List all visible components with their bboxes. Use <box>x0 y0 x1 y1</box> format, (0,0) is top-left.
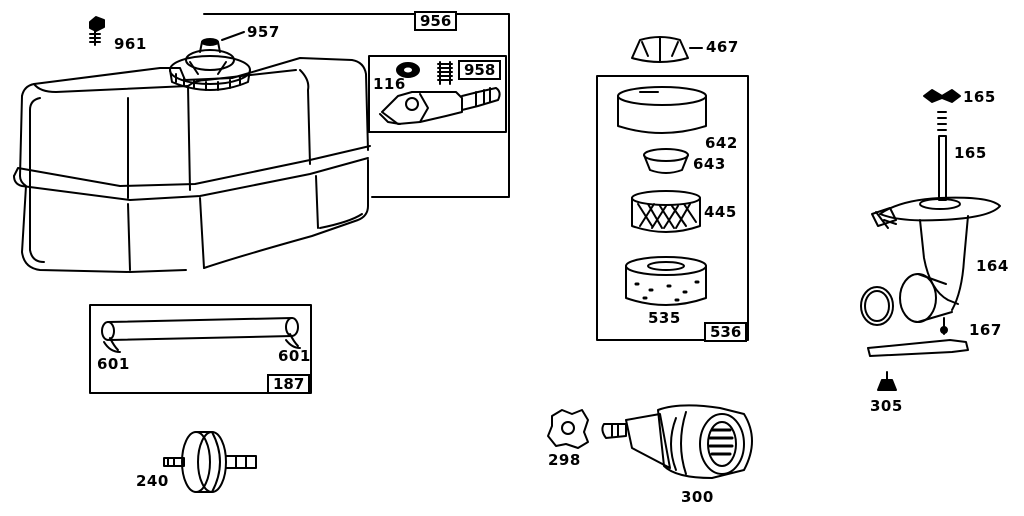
screw-961-icon <box>89 16 105 46</box>
group-label-536: 536 <box>704 322 748 342</box>
fuel-tank-icon <box>13 57 371 273</box>
retainer-643-icon <box>643 148 689 174</box>
callout-467: 467 <box>706 38 739 56</box>
nut-305-icon <box>877 371 897 391</box>
bracket-167-icon <box>867 317 969 357</box>
callout-167: 167 <box>969 321 1002 339</box>
callout-601-right: 601 <box>278 347 311 365</box>
callout-642: 642 <box>705 134 738 152</box>
base-164-icon <box>860 196 1001 326</box>
callout-305: 305 <box>870 397 903 415</box>
callout-643: 643 <box>693 155 726 173</box>
group-536-frame <box>596 75 749 341</box>
callout-240: 240 <box>136 472 169 490</box>
callout-445: 445 <box>704 203 737 221</box>
callout-164: 164 <box>976 257 1009 275</box>
callout-957: 957 <box>247 23 280 41</box>
callout-300: 300 <box>681 488 714 506</box>
callout-601-left: 601 <box>97 355 130 373</box>
callout-165-wing-nut: 165 <box>963 88 996 106</box>
group-label-956: 956 <box>414 11 458 31</box>
callout-958: 958 <box>458 60 502 80</box>
intake-300-icon <box>601 404 753 479</box>
cover-467-icon <box>631 36 689 63</box>
stud-165-icon <box>937 111 947 201</box>
fuel-line-601-icon <box>101 317 301 353</box>
fuel-filter-240-icon <box>163 431 257 493</box>
callout-535: 535 <box>648 309 681 327</box>
callout-116: 116 <box>373 75 406 93</box>
group-187-frame <box>89 304 312 394</box>
housing-642-icon <box>617 86 707 134</box>
precleaner-535-icon <box>625 256 707 306</box>
group-956-frame <box>203 13 510 198</box>
callout-165-stud: 165 <box>954 144 987 162</box>
group-label-187: 187 <box>267 374 311 394</box>
callout-961: 961 <box>114 35 147 53</box>
filter-445-icon <box>631 190 701 233</box>
callout-298: 298 <box>548 451 581 469</box>
valve-958-icon <box>368 55 507 133</box>
wing-nut-165-icon <box>923 89 961 103</box>
fuel-cap-957-icon <box>169 38 251 91</box>
star-nut-298-icon <box>547 409 589 449</box>
